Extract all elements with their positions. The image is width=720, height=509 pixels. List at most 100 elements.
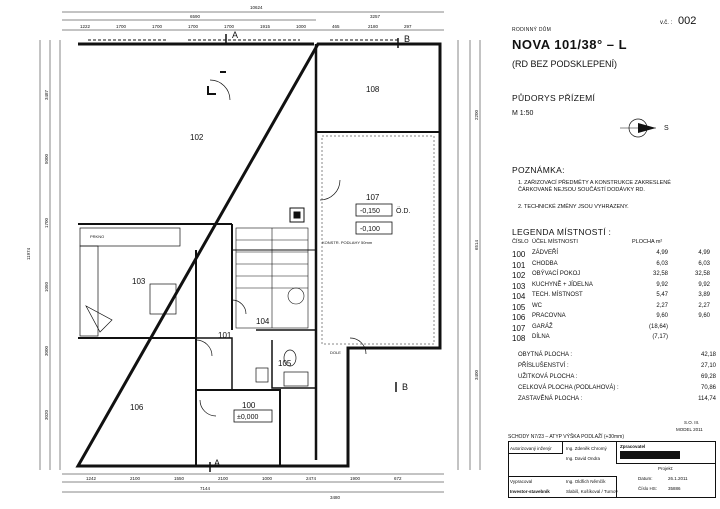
legend-room-name: CHODBA xyxy=(532,260,558,267)
summary-value: 69,28 xyxy=(700,374,716,380)
top-right-dimension: 3257 xyxy=(370,14,381,19)
dimension-label: 1000 xyxy=(262,476,273,481)
legend-room-code: 101 xyxy=(512,260,526,270)
legend-room-code: 102 xyxy=(512,271,526,280)
top-total-dimension: 10624 xyxy=(250,5,263,10)
dimension-label: 2100 xyxy=(218,476,229,481)
dimension-label: 1222 xyxy=(80,24,91,29)
dimension-label: 297 xyxy=(404,24,412,29)
summary-row: ZASTAVĚNÁ PLOCHA : 114,74 xyxy=(518,396,718,402)
top-left-dimension: 6590 xyxy=(190,14,201,19)
cislo-label: Číslo HS: xyxy=(638,486,658,491)
zpracovatel-label: Zpracovatel xyxy=(620,444,646,449)
note-2: 2. TECHNICKÉ ZMĚNY JSOU VYHRAZENY. xyxy=(518,204,629,210)
legend-header-row: ČÍSLO ÚČEL MÍSTNOSTI PLOCHA m² xyxy=(512,239,712,250)
dimension-label: 3020 xyxy=(44,409,49,420)
legend-room-area: 6,03 xyxy=(656,260,668,267)
summary-label: UŽITKOVÁ PLOCHA : xyxy=(518,374,578,380)
summary-label: ZASTAVĚNÁ PLOCHA : xyxy=(518,396,583,402)
drawing-name: PŮDORYS PŘÍZEMÍ xyxy=(512,93,596,103)
summary-row: CELKOVÁ PLOCHA (PODLAHOVÁ) :70,86 xyxy=(518,385,718,391)
cislo-value: 35886 xyxy=(668,486,681,491)
legend-row: 101 CHODBA 6,03 6,03 xyxy=(512,261,712,271)
dimension-label: 1000 xyxy=(296,24,307,29)
room-106-label: 106 xyxy=(130,403,144,412)
info-panel: RODINNÝ DŮM v.č. : 002 NOVA 101/38° – L … xyxy=(508,8,716,498)
legend-room-area: (18,64) xyxy=(648,323,668,330)
dimension-label: 1700 xyxy=(44,217,49,228)
bottom-total-dimension-2: 3480 xyxy=(330,495,341,500)
sheet-prefix: v.č. : xyxy=(660,20,673,26)
north-arrow-icon xyxy=(620,118,656,138)
left-total-dimension: 11974 xyxy=(26,247,31,260)
legend-room-code: 104 xyxy=(512,292,526,301)
dimension-label: 672 xyxy=(394,476,402,481)
top-label: RODINNÝ DŮM xyxy=(512,27,552,33)
note-1: 1. ZAŘIZOVACÍ PŘEDMĚTY A KONSTRUKCE ZAKR… xyxy=(518,180,671,194)
summary-label: OBYTNÁ PLOCHA : xyxy=(518,352,573,358)
summary-row: PŘÍSLUŠENSTVÍ :27,10 xyxy=(518,363,718,369)
floor-note: KONSTR. PODLAHY 50mm xyxy=(322,240,373,245)
summary-value: 114,74 xyxy=(698,396,716,402)
note-prkno: PRKNO xyxy=(90,234,104,239)
summary-label: PŘÍSLUŠENSTVÍ : xyxy=(518,363,569,369)
legend-col-area: PLOCHA m² xyxy=(632,239,663,245)
vypracoval-label: Vypracoval xyxy=(510,479,533,484)
dimension-label: 2474 xyxy=(306,476,317,481)
legend-room-area: 2,27 xyxy=(656,302,668,309)
legend-room-area: 4,99 xyxy=(656,250,668,256)
dimension-label: 2180 xyxy=(368,24,379,29)
legend-row: 107 GARÁŽ (18,64) xyxy=(512,324,712,334)
section-label-a-bottom: A xyxy=(214,458,220,468)
legend-col-number: ČÍSLO xyxy=(512,239,529,245)
company-logo xyxy=(620,451,680,459)
dimension-label: 1242 xyxy=(86,476,97,481)
room-104-label: 104 xyxy=(256,317,270,326)
dimension-label: 1915 xyxy=(260,24,271,29)
so-label: S.O. III. xyxy=(684,420,700,425)
legend-room-name: OBÝVACÍ POKOJ xyxy=(532,271,581,277)
summary-value: 42,18 xyxy=(700,352,716,358)
legend-room-code: 107 xyxy=(512,323,526,333)
dimension-label: 5000 xyxy=(44,153,49,164)
legend-room-area: 32,58 xyxy=(652,271,668,277)
room-102-label: 102 xyxy=(190,133,204,142)
legend-room-area: 5,47 xyxy=(656,292,668,298)
notes-heading: POZNÁMKA: xyxy=(512,165,565,175)
datum-label: Datum: xyxy=(638,476,653,481)
legend-room-area-2: 9,92 xyxy=(698,281,710,288)
level-107-b: -0,100 xyxy=(360,226,380,233)
sheet-number: 002 xyxy=(678,15,697,27)
note-dole: DOLE xyxy=(330,350,341,355)
legend-room-name: ZÁDVEŘÍ xyxy=(532,250,559,256)
dimension-label: 1700 xyxy=(188,24,199,29)
legend-room-area-2: 9,60 xyxy=(698,313,710,319)
datum-value: 26.1.2011 xyxy=(668,476,688,481)
dimension-label: 2100 xyxy=(130,476,141,481)
title-block xyxy=(508,441,716,498)
drafter-name: Ing. David Ondra xyxy=(566,456,601,461)
section-label-b-top: B xyxy=(404,34,410,44)
legend-room-code: 106 xyxy=(512,313,526,322)
legend-room-name: GARÁŽ xyxy=(532,323,553,330)
room-103-label: 103 xyxy=(132,277,146,286)
legend-col-purpose: ÚČEL MÍSTNOSTI xyxy=(532,239,578,245)
dimension-label: 1700 xyxy=(116,24,127,29)
room-107-label: 107 xyxy=(366,193,380,202)
authorized-label: Autorizovaný inženýr xyxy=(510,446,552,451)
od-label: Ö.D. xyxy=(396,207,410,215)
legend-room-area-2: 6,03 xyxy=(698,260,710,267)
section-label-a-top: A xyxy=(232,30,238,40)
room-105-label: 105 xyxy=(278,359,292,368)
dimension-label: 3400 xyxy=(474,369,479,380)
dimension-label: 3487 xyxy=(44,89,49,100)
investor-value: Slabiš, Košíkoval / Turnov xyxy=(566,489,618,494)
investor-label: Investor-stavebník xyxy=(510,489,550,494)
projekt-label: Projekt: xyxy=(658,466,674,471)
floor-plan: 102 108 107 103 101 104 105 106 100 -0,1… xyxy=(26,5,481,500)
dimension-label: 1550 xyxy=(174,476,185,481)
